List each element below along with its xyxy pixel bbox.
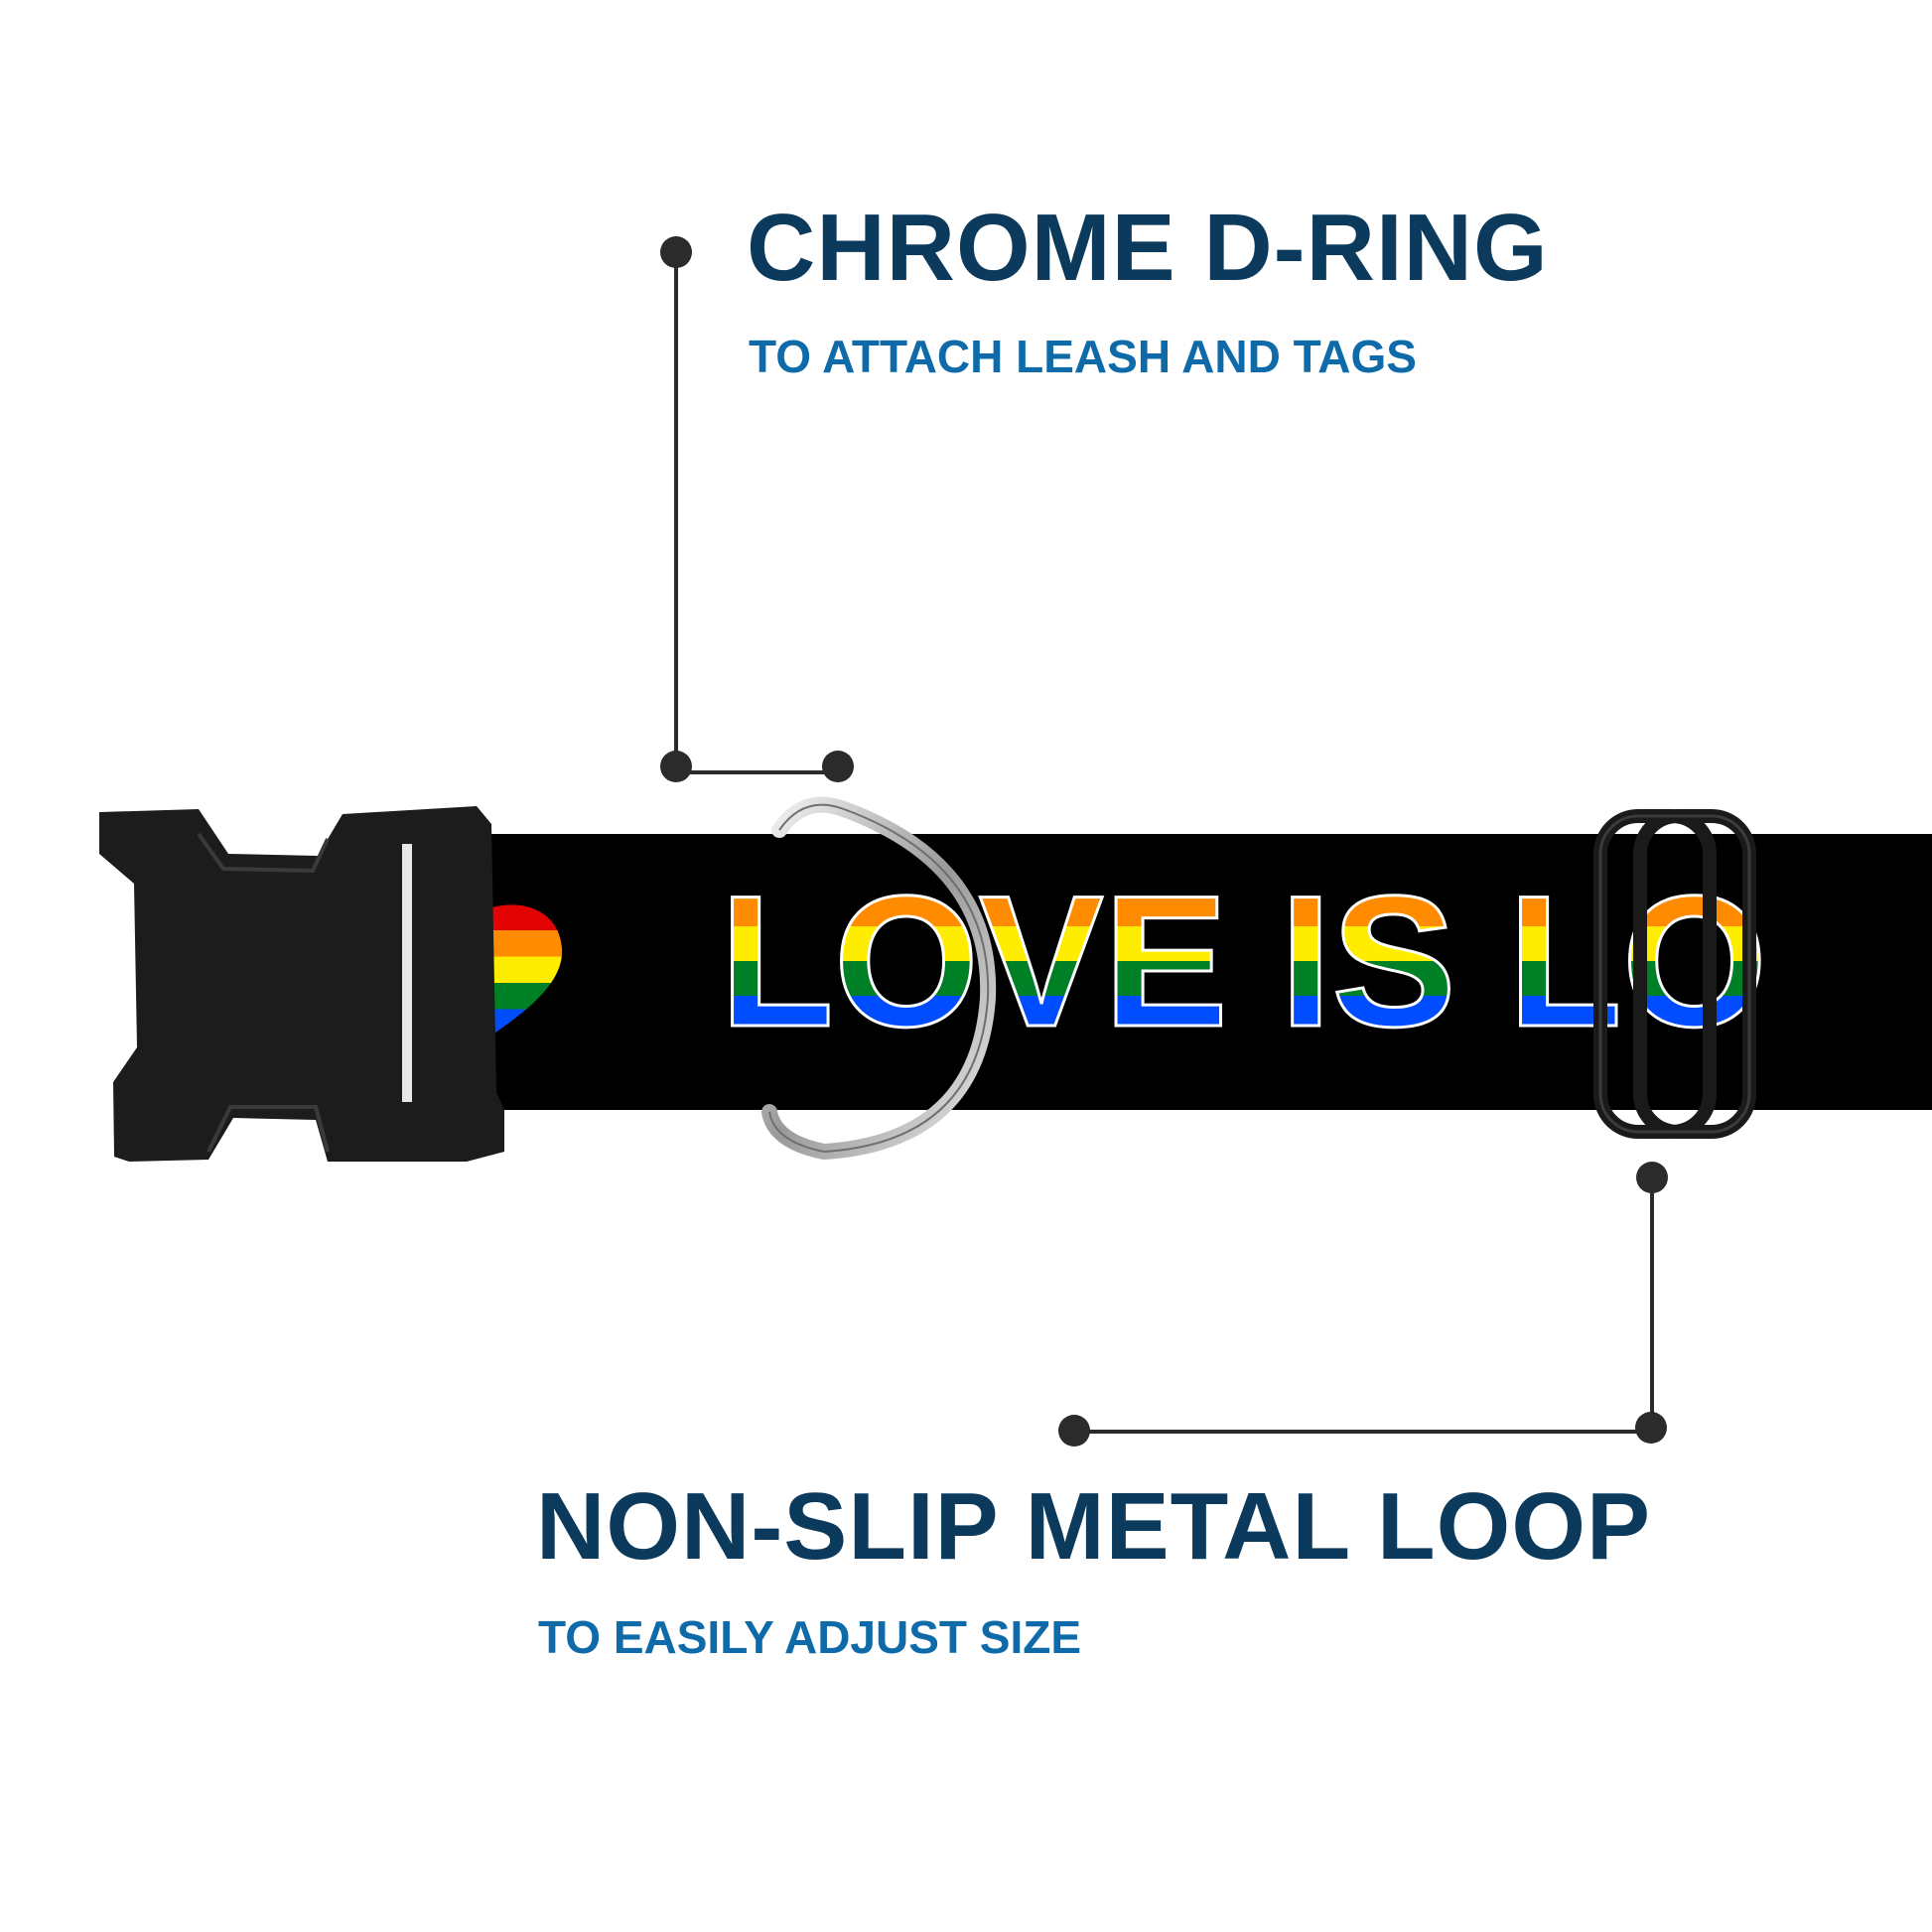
d-ring-subtitle: TO ATTACH LEASH AND TAGS xyxy=(749,331,1417,382)
metal-loop-leader xyxy=(1058,1162,1668,1447)
d-ring-leader-dot-top xyxy=(660,236,692,268)
chrome-d-ring[interactable] xyxy=(761,796,997,1161)
d-ring-leader-dot-corner xyxy=(660,751,692,782)
metal-loop-callout: NON-SLIP METAL LOOP TO EASILY ADJUST SIZ… xyxy=(536,1473,1652,1663)
metal-loop-slider[interactable] xyxy=(1593,809,1756,1139)
loop-leader-dot-end xyxy=(1058,1415,1090,1447)
d-ring-callout: CHROME D-RING TO ATTACH LEASH AND TAGS xyxy=(747,195,1549,382)
slider-outline xyxy=(1598,814,1751,1134)
d-ring-leader-dot-end xyxy=(822,751,854,782)
loop-leader-dot-corner xyxy=(1635,1412,1667,1444)
loop-leader-dot-top xyxy=(1636,1162,1668,1193)
d-ring-edge xyxy=(768,803,990,1154)
metal-loop-subtitle: TO EASILY ADJUST SIZE xyxy=(538,1611,1082,1663)
collar-strap xyxy=(407,834,1932,1110)
collar-print-text: LOVE IS LO xyxy=(720,857,1767,1065)
buckle-ridge-top xyxy=(197,832,330,874)
d-ring-title: CHROME D-RING xyxy=(747,195,1549,301)
side-release-buckle[interactable] xyxy=(99,806,504,1162)
metal-loop-title: NON-SLIP METAL LOOP xyxy=(536,1473,1652,1580)
collar-band: LOVE IS LO xyxy=(407,834,1932,1110)
buckle-slot-highlight xyxy=(402,844,412,1102)
d-ring-leader xyxy=(660,236,854,782)
buckle-ridge-bottom xyxy=(207,1105,330,1153)
